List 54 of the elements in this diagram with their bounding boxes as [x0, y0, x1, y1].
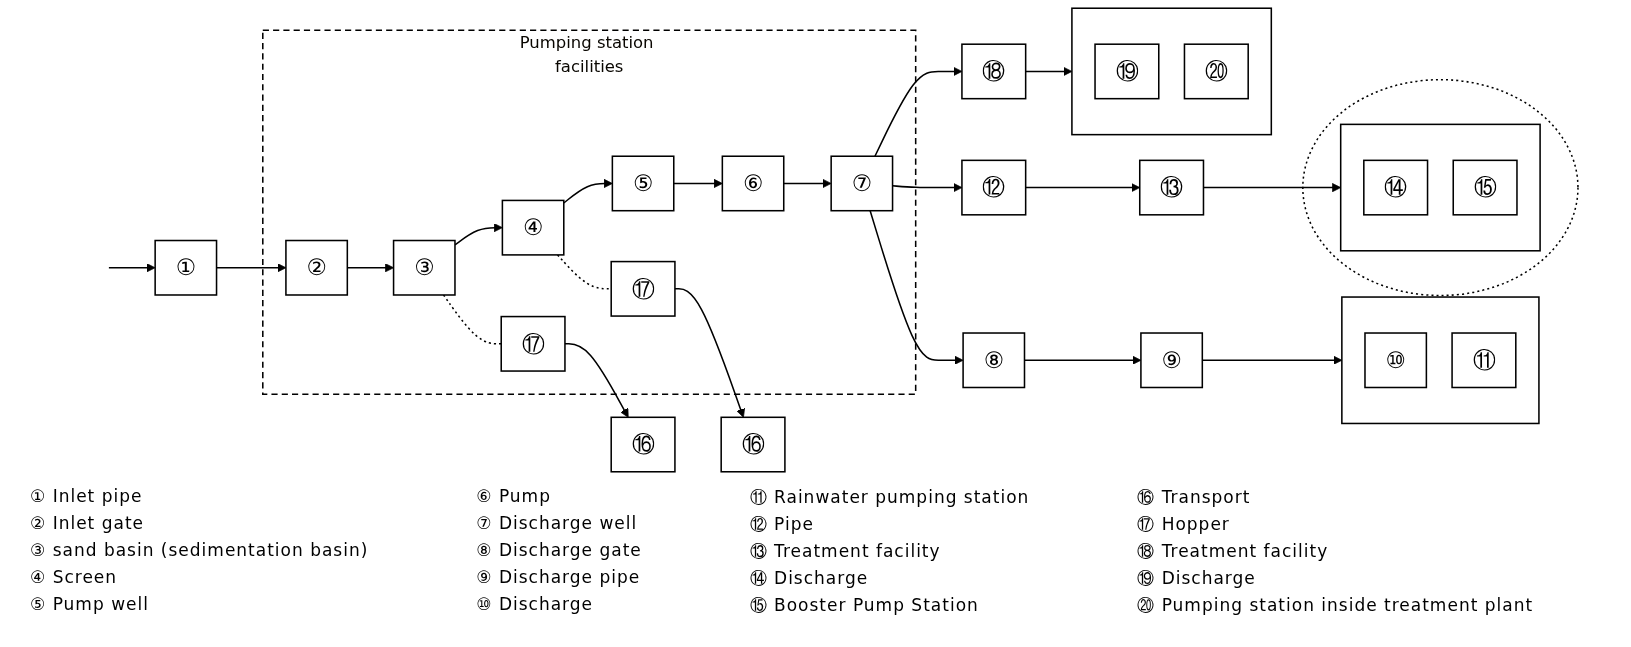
key-text: ① Inlet pipe [30, 486, 144, 508]
key-text: ⑪ Rainwater pumping station [749, 486, 1031, 509]
key-text: ⑧ Discharge gate [476, 540, 643, 562]
connector [556, 254, 612, 290]
arrow [454, 223, 503, 246]
node-box: ⑤ [611, 155, 675, 212]
node-box: ⑮ [1452, 159, 1518, 216]
key-text: ⑤ Pump well [30, 594, 150, 616]
node-box: ⑪ [1451, 332, 1517, 389]
arrow [673, 178, 723, 188]
key-text: ⑱ Treatment facility [1137, 540, 1330, 563]
node-box: ⑳ [1183, 43, 1249, 100]
node-box: ⑭ [1363, 159, 1429, 216]
node-box: ⑰ [610, 260, 676, 317]
key-text: ⑯ Transport [1137, 486, 1252, 509]
node-box: ⑧ [962, 332, 1026, 389]
arrow [108, 263, 156, 273]
arrow [564, 343, 629, 418]
node-box: ⑱ [961, 43, 1027, 100]
node-box: ⑩ [1364, 332, 1428, 389]
key-text: ⑥ Pump [476, 486, 552, 508]
node-box: ① [154, 239, 218, 296]
node-box: ⑲ [1094, 43, 1160, 100]
key-text: ⑭ Discharge [749, 567, 870, 590]
arrow [674, 288, 745, 418]
key-text: ② Inlet gate [30, 513, 146, 535]
node-box: ④ [501, 199, 565, 256]
key-text: ⑩ Discharge [476, 594, 595, 616]
node-box: ⑰ [500, 315, 566, 372]
key-text: ⑮ Booster Pump Station [749, 594, 980, 617]
key-text: ⑦ Discharge well [476, 513, 639, 535]
node-box: ⑨ [1140, 332, 1204, 389]
cluster [1302, 78, 1579, 297]
node-box: ⑦ [830, 155, 894, 212]
cluster [1341, 296, 1540, 425]
arrow [563, 178, 613, 204]
cluster [1071, 7, 1273, 136]
node-box: ⑫ [961, 159, 1027, 216]
node-box: ⑯ [720, 416, 786, 473]
key-text: ③ sand basin (sedimentation basin) [30, 540, 370, 562]
key-text: ⑨ Discharge pipe [476, 567, 642, 589]
node-box: ⑯ [610, 416, 676, 473]
key-text: ⑰ Hopper [1137, 513, 1231, 536]
node-box: ⑬ [1139, 159, 1205, 216]
node-box: ⑥ [721, 155, 785, 212]
key-text: ⑬ Treatment facility [749, 540, 942, 563]
node-box: ③ [392, 239, 456, 296]
key-text: ⑫ Pipe [749, 513, 815, 536]
cluster [1339, 123, 1541, 252]
key-text: ⑲ Discharge [1137, 567, 1257, 590]
arrow [869, 209, 964, 365]
key-text: ⑳ Pumping station inside treatment plant [1137, 594, 1535, 617]
node-box: ② [285, 239, 349, 296]
key-text: ④ Screen [30, 567, 119, 589]
